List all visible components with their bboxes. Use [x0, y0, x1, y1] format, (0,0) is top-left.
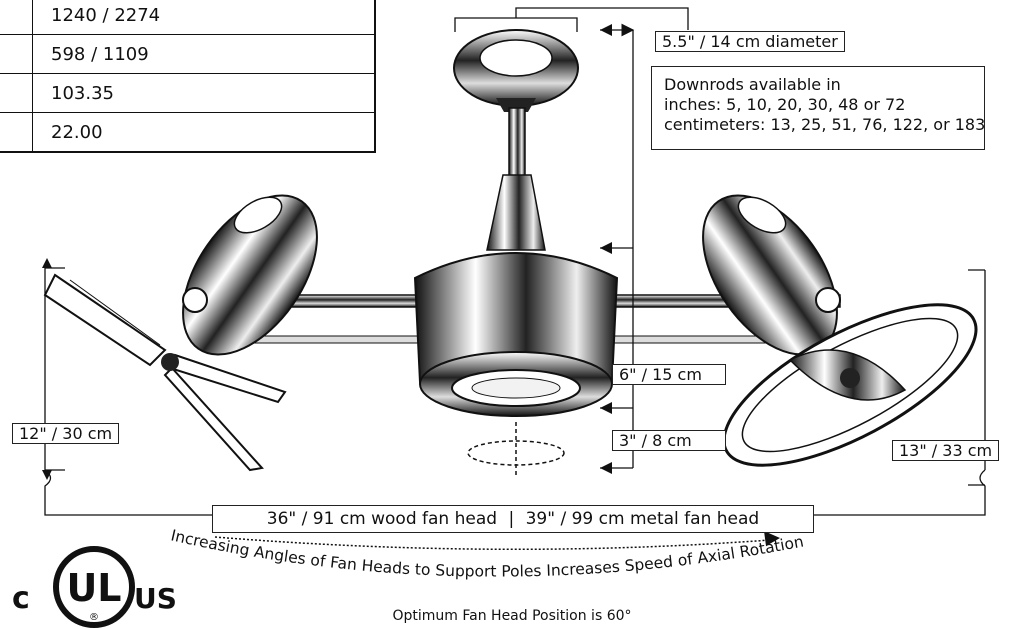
canopy — [453, 29, 579, 112]
left-fan-head — [43, 194, 318, 472]
downrods-note: Downrods available in inches: 5, 10, 20,… — [651, 66, 985, 150]
rotation-arrow — [214, 536, 771, 551]
downrods-note-line1: Downrods available in — [664, 75, 841, 94]
overall-width-label: 36" / 91 cm wood fan head | 39" / 99 cm … — [212, 505, 814, 533]
ul-registered-mark: ® — [89, 612, 99, 623]
spec-value: 103.35 — [32, 73, 376, 113]
rotation-arrow-head — [764, 531, 780, 546]
ul-suffix: US — [134, 582, 177, 615]
width-separator: | — [508, 509, 515, 529]
motor-height-label: 6" / 15 cm — [612, 364, 726, 385]
light-height-label: 3" / 8 cm — [612, 430, 726, 451]
right-fan-head — [702, 194, 978, 467]
canopy-diameter-label: 5.5" / 14 cm diameter — [655, 31, 845, 52]
spec-value: 1240 / 2274 — [32, 0, 376, 35]
rotation-caption: Increasing Angles of Fan Heads to Suppor… — [169, 526, 805, 580]
motor-housing — [413, 252, 619, 417]
spec-value: 22.00 — [32, 112, 376, 153]
metal-head-height-label: 13" / 33 cm — [892, 440, 1000, 461]
canopy-dimension-line — [454, 7, 689, 32]
ul-circle — [53, 546, 135, 628]
downrod-collar — [486, 174, 546, 251]
spec-row: 598 / 1109 — [0, 34, 376, 74]
rotation-indicator — [467, 422, 565, 475]
width-wood-label: 36" / 91 cm wood fan head — [266, 509, 498, 529]
spec-row: 103.35 — [0, 73, 376, 113]
ul-mark: UL — [66, 566, 121, 610]
spec-table: 1240 / 2274 598 / 1109 103.35 22.00 — [0, 0, 376, 153]
spec-row: 1240 / 2274 — [0, 0, 376, 35]
optimum-caption: Optimum Fan Head Position is 60° — [392, 608, 631, 624]
dimension-arrows — [600, 24, 612, 474]
right-head-dimension-line — [812, 269, 986, 516]
ul-prefix: c — [12, 581, 30, 616]
downrod — [508, 107, 526, 181]
wood-head-height-label: 12" / 30 cm — [12, 423, 120, 444]
downrods-note-line3: centimeters: 13, 25, 51, 76, 122, or 183 — [664, 115, 986, 134]
downrods-note-line2: inches: 5, 10, 20, 30, 48 or 72 — [664, 95, 906, 114]
spec-row: 22.00 — [0, 112, 376, 153]
ul-certification-logo: c UL ® US — [12, 546, 177, 628]
width-metal-label: 39" / 99 cm metal fan head — [525, 509, 760, 529]
